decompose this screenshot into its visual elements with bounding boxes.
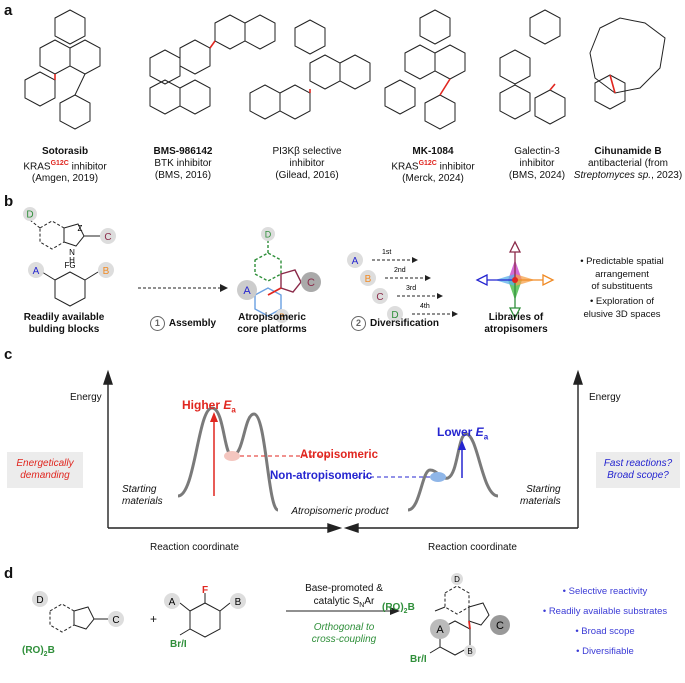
svg-text:C: C — [376, 292, 383, 303]
core-platform-label: Atropisomeric core platforms — [237, 312, 307, 335]
panel-letter-a: a — [4, 2, 13, 19]
energetically-demanding-box: Energetically demanding — [7, 452, 83, 488]
svg-text:C: C — [496, 620, 504, 632]
caption-sotorasib: Sotorasib KRASG12C inhibitor (Amgen, 201… — [23, 146, 107, 185]
panel-d-scheme: D C A B D A B C — [32, 573, 510, 657]
energy-label-left: Energy — [70, 392, 102, 403]
panel-letter-c: c — [4, 346, 13, 363]
starting-materials-left: Starting materials — [122, 484, 163, 507]
svg-text:D: D — [265, 230, 272, 240]
conditions-top: Base-promoted & catalytic SNAr — [305, 583, 383, 609]
panel-letter-d: d — [4, 565, 14, 582]
compound-name: Sotorasib — [41, 146, 89, 157]
svg-text:A: A — [33, 266, 40, 277]
fast-reactions-box: Fast reactions? Broad scope? — [596, 452, 680, 488]
reaction-coordinate-left: Reaction coordinate — [150, 542, 239, 553]
higher-ea-label: Higher Ea — [182, 398, 236, 415]
svg-text:A: A — [436, 624, 444, 636]
lower-ea-label: Lower Ea — [437, 425, 489, 442]
svg-text:1st: 1st — [382, 249, 391, 256]
energy-label-right: Energy — [589, 392, 621, 403]
svg-text:A: A — [243, 285, 251, 297]
bullet-scope: • Broad scope — [575, 626, 635, 637]
reactant-halide: Br/I — [170, 639, 187, 650]
svg-text:B: B — [467, 647, 472, 656]
svg-text:A: A — [169, 597, 176, 608]
non-atropisomeric-label: Non-atropisomeric — [270, 470, 373, 482]
bullet-selective: • Selective reactivity — [562, 586, 648, 597]
svg-text:N: N — [69, 248, 75, 257]
product-halide: Br/I — [410, 654, 427, 665]
caption-cihunamide: Cihunamide B antibacterial (from Strepto… — [573, 146, 683, 181]
svg-text:A: A — [352, 256, 359, 267]
caption-mk1084: MK-1084 KRASG12C inhibitor (Merck, 2024) — [391, 146, 475, 185]
svg-text:C: C — [104, 232, 111, 243]
svg-text:3rd: 3rd — [406, 285, 416, 292]
svg-text:Z: Z — [78, 224, 83, 233]
caption-pi3k: PI3Kβ selective inhibitor (Gilead, 2016) — [272, 146, 342, 181]
panel-b-bullet-2: • Exploration of elusive 3D spaces — [583, 296, 661, 320]
svg-text:2nd: 2nd — [394, 267, 406, 274]
bullet-diversifiable: • Diversifiable — [576, 646, 634, 657]
caption-bms986142: BMS-986142 BTK inhibitor (BMS, 2016) — [153, 146, 213, 181]
energy-diagram — [103, 369, 583, 533]
bullet-substrates: • Readily available substrates — [542, 606, 668, 617]
building-blocks-label: Readily available bulding blocks — [23, 312, 105, 335]
step1-number: 1 — [149, 316, 165, 331]
panel-a-structures — [24, 9, 666, 130]
starting-materials-right: Starting materials — [520, 484, 561, 507]
panel-b-diagram: D C A B Z N H FG D A B C A B C D 1st 2nd… — [23, 207, 555, 323]
reactant-boronate: (RO)2B — [22, 645, 55, 658]
panel-d-bullets: • Selective reactivity • Readily availab… — [528, 582, 682, 662]
svg-text:4th: 4th — [420, 303, 430, 310]
svg-text:C: C — [307, 277, 315, 289]
step2-number: 2 — [351, 316, 367, 331]
atropisomeric-product-label: Atropisomeric product — [291, 506, 389, 517]
svg-text:B: B — [365, 274, 372, 285]
svg-text:D: D — [36, 595, 43, 606]
libraries-label: Libraries of atropisomers — [484, 312, 548, 335]
svg-text:B: B — [103, 266, 110, 277]
svg-text:D: D — [454, 575, 460, 584]
product-boronate: (RO)2B — [382, 602, 415, 615]
panel-letter-b: b — [4, 193, 14, 210]
svg-text:D: D — [391, 310, 398, 321]
svg-text:B: B — [235, 597, 242, 608]
svg-text:C: C — [112, 615, 119, 626]
svg-text:H: H — [69, 256, 75, 265]
caption-galectin: Galectin-3 inhibitor (BMS, 2024) — [508, 146, 566, 181]
atropisomeric-label: Atropisomeric — [300, 449, 378, 461]
svg-text:D: D — [26, 210, 33, 221]
svg-text:FG: FG — [64, 261, 75, 270]
panel-b-bullet-1: • Predictable spatial arrangement of sub… — [580, 256, 664, 292]
svg-text:B: B — [279, 313, 284, 322]
conditions-bottom: Orthogonal to cross-coupling — [311, 622, 377, 645]
fluoro-label: F — [202, 585, 209, 596]
reaction-coordinate-right: Reaction coordinate — [428, 542, 517, 553]
plus-sign: + — [150, 612, 158, 626]
